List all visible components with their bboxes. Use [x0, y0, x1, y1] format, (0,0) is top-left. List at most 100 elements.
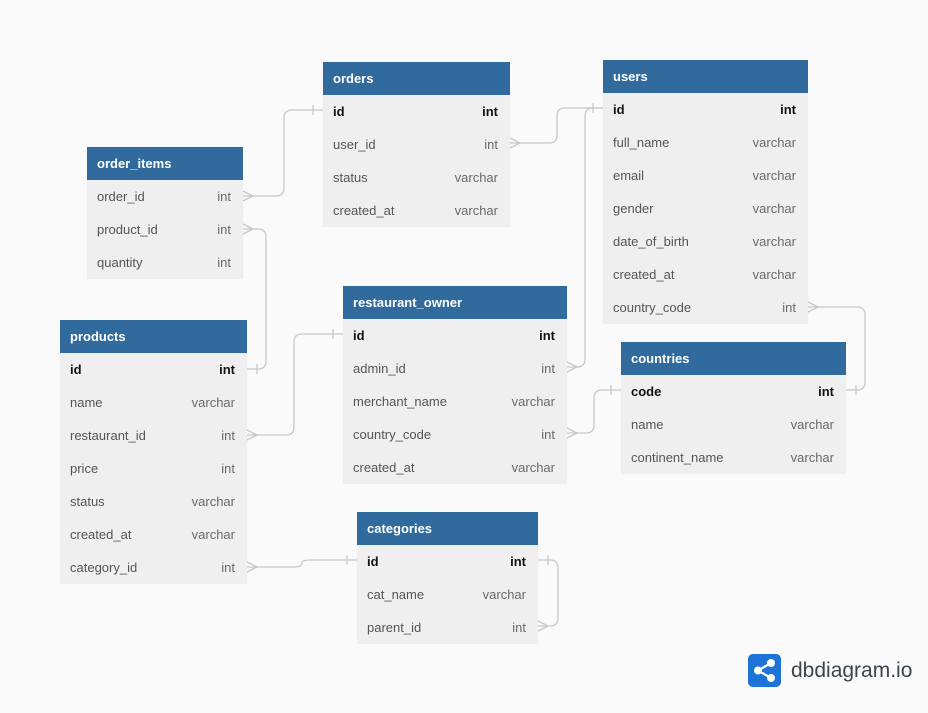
column-type: int [782, 300, 796, 315]
column-type: varchar [511, 460, 555, 475]
table-header[interactable]: categories [357, 512, 538, 545]
table-products[interactable]: products id int name varchar restaurant_… [60, 320, 247, 584]
column-name: gender [613, 201, 654, 216]
crowfoot-order-items-product-id [242, 223, 254, 235]
table-categories[interactable]: categories id int cat_name varchar paren… [357, 512, 538, 644]
table-header[interactable]: users [603, 60, 808, 93]
table-row[interactable]: id int [343, 319, 567, 352]
table-row[interactable]: parent_id int [357, 611, 538, 644]
relation-restaurant-owner-countries [567, 389, 621, 434]
column-name: continent_name [631, 450, 724, 465]
table-countries[interactable]: countries code int name varchar continen… [621, 342, 846, 474]
column-type: int [217, 255, 231, 270]
table-header[interactable]: order_items [87, 147, 243, 180]
table-row[interactable]: admin_id int [343, 352, 567, 385]
column-name: status [70, 494, 105, 509]
table-row[interactable]: full_name varchar [603, 126, 808, 159]
table-row[interactable]: cat_name varchar [357, 578, 538, 611]
brand-name: dbdiagram.io [791, 658, 913, 682]
crowfoot-restaurant-owner-admin-id [566, 361, 578, 373]
column-name: merchant_name [353, 394, 447, 409]
table-row[interactable]: gender varchar [603, 192, 808, 225]
table-row[interactable]: email varchar [603, 159, 808, 192]
column-type: int [541, 361, 555, 376]
table-row[interactable]: status varchar [60, 485, 247, 518]
column-name: created_at [70, 527, 132, 542]
column-name: date_of_birth [613, 234, 689, 249]
column-type: int [217, 189, 231, 204]
table-restaurant-owner[interactable]: restaurant_owner id int admin_id int mer… [343, 286, 567, 484]
table-row[interactable]: user_id int [323, 128, 510, 161]
table-row[interactable]: category_id int [60, 551, 247, 584]
column-name: price [70, 461, 99, 476]
table-row[interactable]: product_id int [87, 213, 243, 246]
column-type: varchar [454, 203, 498, 218]
relation-orders-users [510, 107, 603, 144]
table-row[interactable]: date_of_birth varchar [603, 225, 808, 258]
column-type: int [219, 362, 235, 377]
column-name: parent_id [367, 620, 422, 635]
table-row[interactable]: id int [603, 93, 808, 126]
table-row[interactable]: created_at varchar [323, 194, 510, 227]
table-users[interactable]: users id int full_name varchar email var… [603, 60, 808, 324]
table-row[interactable]: merchant_name varchar [343, 385, 567, 418]
table-row[interactable]: status varchar [323, 161, 510, 194]
column-name: quantity [97, 255, 143, 270]
column-name: full_name [613, 135, 670, 150]
column-type: int [217, 222, 231, 237]
table-row[interactable]: id int [357, 545, 538, 578]
table-row[interactable]: order_id int [87, 180, 243, 213]
column-name: created_at [613, 267, 675, 282]
table-row[interactable]: country_code int [603, 291, 808, 324]
column-name: country_code [353, 427, 432, 442]
crowfoot-order-items-order-id [242, 190, 254, 202]
table-row[interactable]: quantity int [87, 246, 243, 279]
column-name: email [613, 168, 645, 183]
table-row[interactable]: name varchar [60, 386, 247, 419]
column-type: int [539, 328, 555, 343]
column-type: varchar [191, 494, 235, 509]
table-row[interactable]: code int [621, 375, 846, 408]
column-type: int [221, 461, 235, 476]
crowfoot-categories-parent-id [537, 620, 549, 632]
table-header[interactable]: restaurant_owner [343, 286, 567, 319]
table-header[interactable]: products [60, 320, 247, 353]
relation-restaurant-owner-users [567, 107, 603, 368]
crowfoot-users-country-code [807, 301, 819, 313]
table-order-items[interactable]: order_items order_id int product_id int … [87, 147, 243, 279]
column-type: int [221, 428, 235, 443]
column-name: id [70, 362, 82, 377]
column-type: varchar [752, 168, 796, 183]
column-name: id [333, 104, 345, 119]
table-row[interactable]: restaurant_id int [60, 419, 247, 452]
table-header[interactable]: orders [323, 62, 510, 95]
table-row[interactable]: country_code int [343, 418, 567, 451]
table-row[interactable]: name varchar [621, 408, 846, 441]
crowfoot-products-category-id [246, 561, 258, 573]
column-type: varchar [191, 527, 235, 542]
table-row[interactable]: continent_name varchar [621, 441, 846, 474]
table-row[interactable]: id int [60, 353, 247, 386]
column-name: created_at [353, 460, 415, 475]
relation-products-categories [247, 559, 357, 568]
table-row[interactable]: price int [60, 452, 247, 485]
table-row[interactable]: id int [323, 95, 510, 128]
relation-products-restaurant-owner [247, 333, 343, 436]
column-type: varchar [752, 201, 796, 216]
table-row[interactable]: created_at varchar [343, 451, 567, 484]
column-name: code [631, 384, 662, 399]
table-header[interactable]: countries [621, 342, 846, 375]
brand-logo[interactable]: dbdiagram.io [748, 654, 912, 687]
column-name: cat_name [367, 587, 425, 602]
relation-categories-self [538, 559, 559, 627]
table-orders[interactable]: orders id int user_id int status varchar… [323, 62, 510, 227]
table-row[interactable]: created_at varchar [60, 518, 247, 551]
column-name: name [631, 417, 664, 432]
share-nodes-icon [748, 654, 781, 687]
column-name: restaurant_id [70, 428, 146, 443]
crowfoot-products-restaurant-id [246, 429, 258, 441]
column-name: id [367, 554, 379, 569]
column-name: id [613, 102, 625, 117]
column-type: varchar [191, 395, 235, 410]
table-row[interactable]: created_at varchar [603, 258, 808, 291]
